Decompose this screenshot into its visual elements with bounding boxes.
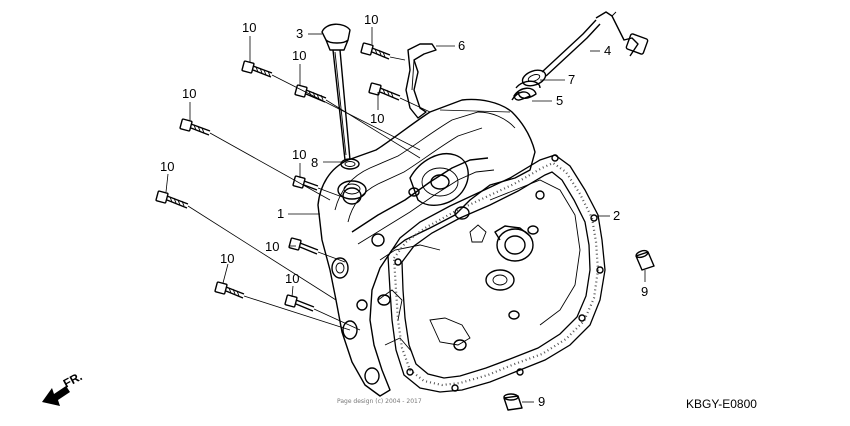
callout-10-h: 10 (265, 239, 279, 254)
bolt-2 (360, 42, 391, 60)
callout-10-i: 10 (220, 251, 234, 266)
bolt-7 (155, 190, 189, 209)
callout-9-right: 9 (641, 284, 648, 299)
bolt-9 (214, 281, 245, 299)
callout-1: 1 (277, 206, 284, 221)
bolt-1 (241, 60, 273, 78)
leader-lines (165, 27, 646, 403)
callout-5: 5 (556, 93, 563, 108)
o-ring-inner (344, 161, 356, 167)
gasket (387, 154, 606, 393)
callouts: 3 6 4 7 5 8 1 2 9 9 10 10 10 10 10 10 10… (160, 12, 648, 409)
bolt-5 (179, 118, 211, 136)
callout-10-e: 10 (182, 86, 196, 101)
bolt-4 (368, 82, 401, 101)
callout-10-f: 10 (292, 147, 306, 162)
cable (541, 11, 649, 77)
callout-3: 3 (296, 26, 303, 41)
bolt-10 (284, 294, 315, 312)
case-face-detail (429, 179, 581, 351)
callout-10-b: 10 (364, 12, 378, 27)
dowel-pin-bottom (503, 393, 523, 411)
callout-9-bottom: 9 (538, 394, 545, 409)
crankcase-cover (317, 98, 536, 397)
bolt-3 (294, 84, 327, 103)
callout-10-d: 10 (370, 111, 384, 126)
bolt-8 (288, 237, 319, 255)
callout-7: 7 (568, 72, 575, 87)
callout-4: 4 (604, 43, 611, 58)
arrow-icon (42, 386, 70, 406)
collar (521, 69, 547, 87)
callout-10-c: 10 (292, 48, 306, 63)
dipstick (321, 23, 351, 161)
dowel-pin-right (635, 249, 655, 271)
callout-6: 6 (458, 38, 465, 53)
bracket-arm (405, 43, 437, 119)
bolt-6 (292, 175, 319, 191)
callout-2: 2 (613, 208, 620, 223)
callout-8: 8 (311, 155, 318, 170)
front-arrow: FR. (42, 369, 84, 406)
watermark: Page design (c) 2004 - 2017 (337, 398, 422, 405)
o-ring (340, 158, 360, 170)
callout-10-g: 10 (160, 159, 174, 174)
callout-10-a: 10 (242, 20, 256, 35)
callout-10-j: 10 (285, 271, 299, 286)
diagram-code: KBGY-E0800 (686, 397, 757, 411)
